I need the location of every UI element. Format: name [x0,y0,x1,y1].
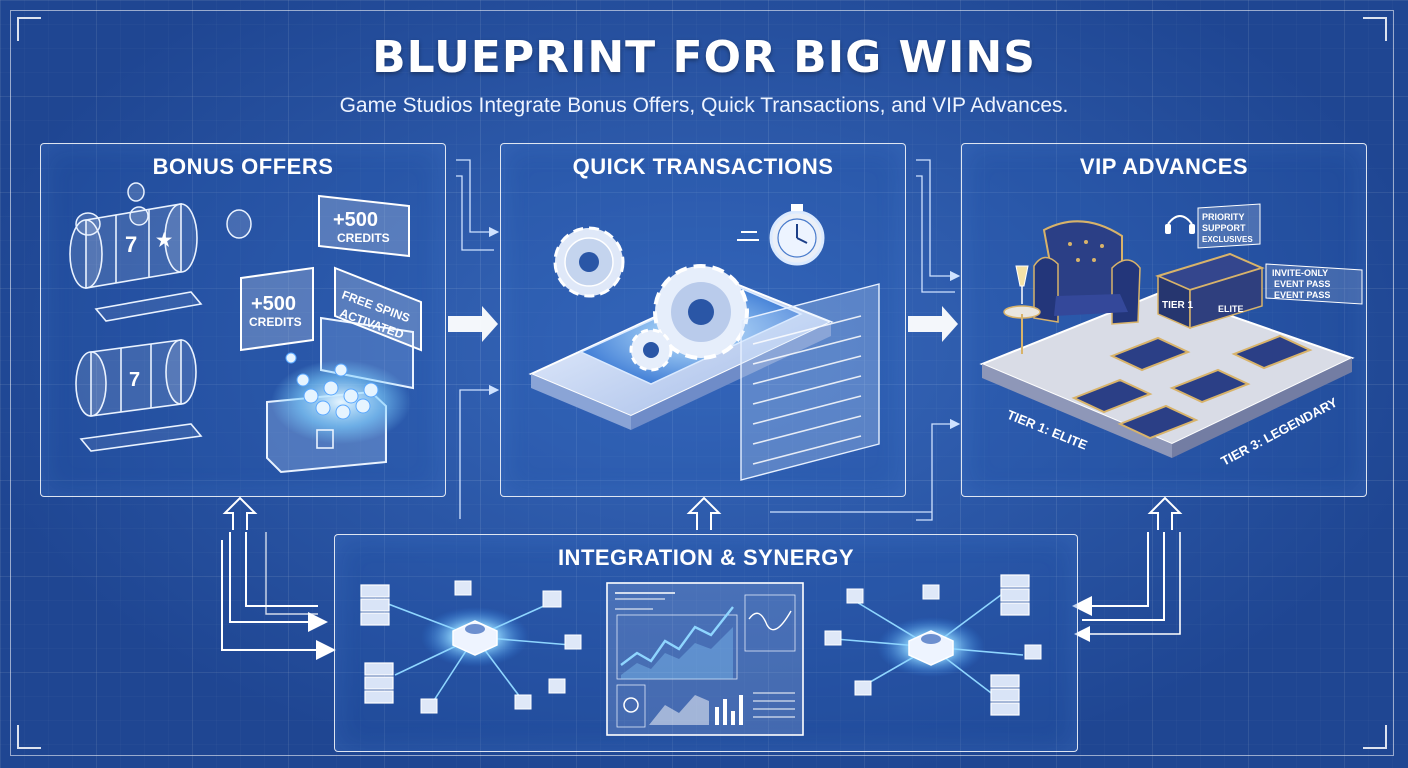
vip-illustration: TIER 1 ELITE PRIO [979,203,1363,469]
invite-line-3: EVENT PASS [1274,290,1330,300]
invite-line-1: INVITE-ONLY [1272,268,1328,278]
stopwatch-icon [737,204,825,266]
gear-icon [553,226,625,298]
svg-text:★: ★ [156,230,173,250]
tier-block: TIER 1 ELITE [1155,252,1265,330]
quick-transactions-panel: QUICK TRANSACTIONS [500,143,906,497]
network-hub-icon [374,598,572,706]
priority-line-3: EXCLUSIVES [1202,235,1253,244]
credits-badge-label: CREDITS [249,315,302,329]
slot-machine-icon: 7 [75,339,203,452]
bonus-offers-panel: BONUS OFFERS 7 ★ [40,143,446,497]
network-node-icon [420,580,582,714]
champagne-icon [1003,265,1041,354]
headset-icon [1165,215,1195,234]
frame-corner [1363,725,1387,749]
receipt-icon [740,283,880,481]
slot-machine-icon: 7 ★ [69,203,203,322]
coin-icon [75,182,252,239]
invite-line-2: EVENT PASS [1274,279,1330,289]
page-subtitle: Game Studios Integrate Bonus Offers, Qui… [339,94,1069,117]
bonus-offers-title: BONUS OFFERS [152,154,334,179]
bonus-illustration: 7 ★ 7 [69,182,422,474]
frame-corner [17,17,41,41]
network-node-icon [824,584,1042,696]
armchair-icon [1033,220,1141,325]
svg-text:7: 7 [125,232,137,257]
tier-block-label: TIER 1 [1162,300,1194,311]
quick-transactions-illustration [528,204,880,481]
credits-badge-label: CREDITS [337,231,390,245]
priority-line-2: SUPPORT [1202,223,1246,233]
quick-transactions-title: QUICK TRANSACTIONS [572,154,834,179]
page-title: BLUEPRINT FOR BIG WINS [372,32,1036,83]
priority-support-label: PRIORITY SUPPORT EXCLUSIVES [1197,203,1261,249]
integration-illustration [360,574,1042,736]
gear-icon [653,264,749,360]
invite-only-label: INVITE-ONLY EVENT PASS EVENT PASS [1265,263,1363,305]
server-icon [990,574,1030,716]
svg-text:7: 7 [129,369,140,391]
elite-block-label: ELITE [1218,304,1244,314]
vip-tile [1071,334,1313,440]
network-hub-icon [834,588,1024,700]
vip-advances-title: VIP ADVANCES [1079,154,1249,179]
credits-badge: +500 CREDITS [318,194,410,258]
blueprint-frame [10,10,1394,756]
credits-badge-amount: +500 [333,209,378,231]
dashboard-icon [606,582,804,736]
vip-platform [979,290,1355,458]
server-icon [360,584,394,704]
gear-icon [629,328,673,372]
integration-synergy-title: INTEGRATION & SYNERGY [557,545,855,570]
priority-line-1: PRIORITY [1202,212,1245,222]
frame-corner [1363,17,1387,41]
treasure-chest-icon [266,316,414,474]
credits-badge: +500 CREDITS [240,266,314,352]
frame-corner [17,725,41,749]
integration-synergy-panel: INTEGRATION & SYNERGY [334,534,1078,752]
vip-advances-panel: VIP ADVANCES TIER 1 ELITE [961,143,1367,497]
credits-badge-amount: +500 [251,293,296,315]
